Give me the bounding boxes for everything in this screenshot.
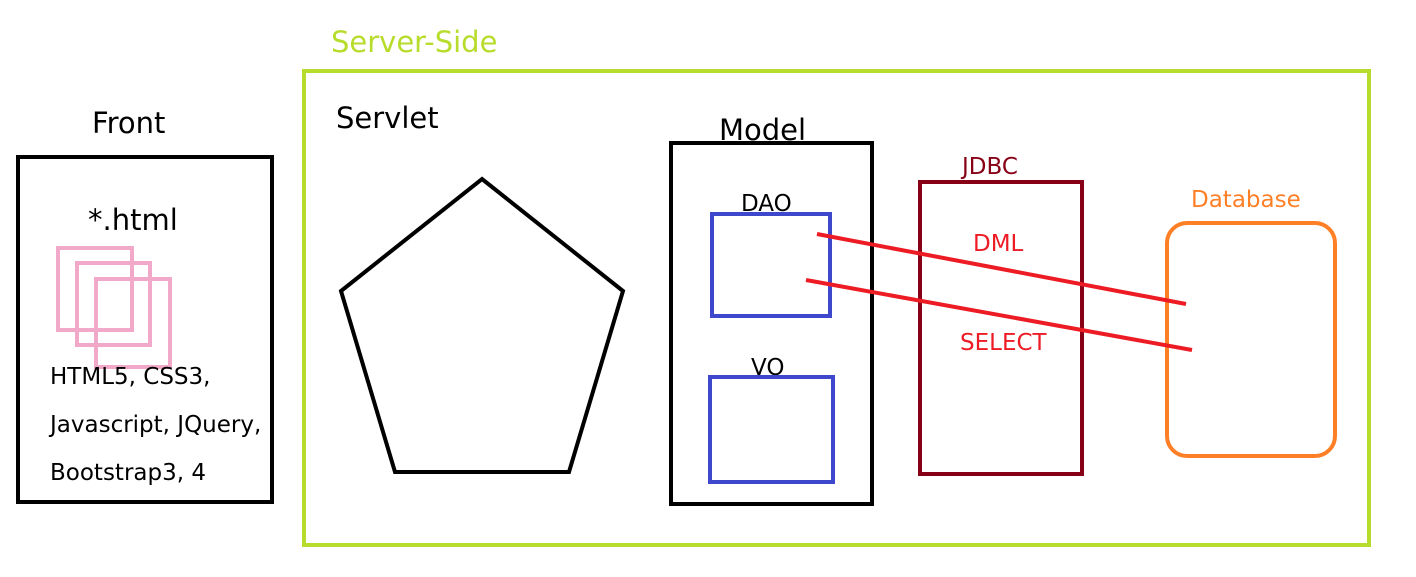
- jdbc-group: JDBC DML SELECT: [918, 154, 1084, 476]
- front-box: [16, 155, 274, 504]
- front-title: Front: [92, 106, 165, 140]
- server-side-title: Server-Side: [331, 25, 497, 59]
- front-tech-line-2: Javascript, JQuery,: [48, 412, 261, 438]
- html-page-front: [94, 277, 172, 369]
- front-tech-line-1: HTML5, CSS3,: [50, 364, 210, 390]
- servlet-pentagon: [338, 176, 626, 474]
- database-title: Database: [1191, 187, 1301, 213]
- front-group: Front *.html HTML5, CSS3, Javascript, JQ…: [16, 106, 274, 504]
- jdbc-title: JDBC: [960, 154, 1018, 180]
- dao-box: [710, 212, 832, 318]
- model-group: Model DAO VO: [669, 113, 874, 506]
- front-tech-line-3: Bootstrap3, 4: [50, 460, 206, 486]
- html-page-middle: [75, 261, 152, 347]
- dao-database-links: [805, 232, 1193, 352]
- vo-box: [708, 375, 835, 484]
- jdbc-box: [918, 180, 1084, 476]
- server-side-group: Server-Side: [302, 25, 1371, 547]
- select-link-line: [805, 278, 1193, 352]
- database-box: [1165, 221, 1337, 458]
- dml-label: DML: [973, 231, 1024, 257]
- select-label: SELECT: [960, 330, 1048, 356]
- html-pages-icon: [56, 246, 172, 369]
- database-group: Database: [1165, 187, 1337, 458]
- dml-link-line: [816, 232, 1187, 306]
- servlet-group: Servlet: [336, 101, 626, 474]
- model-box: [669, 141, 874, 506]
- server-side-box: [302, 69, 1371, 547]
- servlet-title: Servlet: [336, 101, 439, 135]
- html-file-label: *.html: [88, 203, 178, 237]
